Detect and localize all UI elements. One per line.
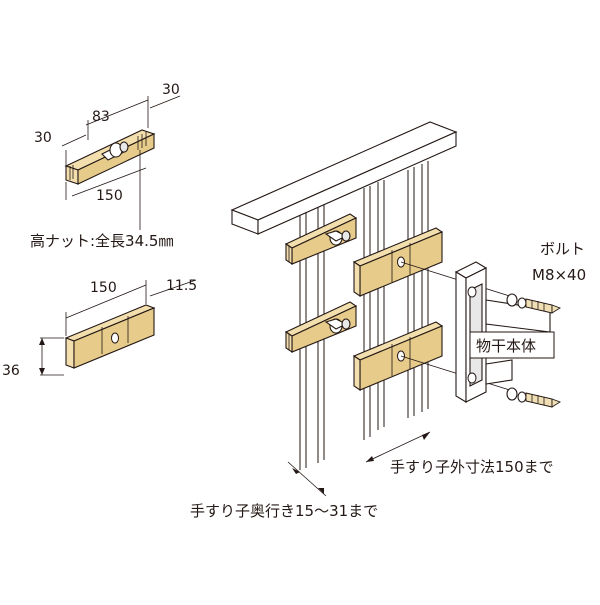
plate-figure — [39, 279, 197, 376]
bolt-title: ボルト — [540, 240, 585, 258]
long-nut-stud — [101, 141, 129, 161]
handrail-assembly: 物干本体 — [230, 121, 562, 497]
dim-plate-150: 150 — [90, 280, 117, 296]
outer-dimension-line — [365, 431, 431, 463]
dim-top-30-right: 30 — [162, 82, 180, 98]
dim-plate-11-5: 11.5 — [166, 278, 197, 294]
front-plate-lower — [352, 321, 444, 392]
nut-bar-figure: 30 83 30 150 — [34, 82, 181, 230]
bolt-upper — [506, 293, 562, 314]
baluster-outer-caption: 手すり子外寸法150まで — [390, 458, 554, 476]
plate-hole — [111, 332, 119, 344]
dim-top-30-left: 30 — [34, 130, 52, 146]
dim-top-150: 150 — [96, 188, 123, 204]
bolt-lower — [506, 387, 562, 408]
dim-top-83: 83 — [92, 109, 110, 125]
back-nut-bar-upper — [284, 213, 358, 266]
long-nut-caption: 高ナット:全長34.5㎜ — [30, 232, 173, 250]
balusters — [299, 161, 429, 470]
back-nut-bar-lower — [284, 301, 358, 354]
front-plate-upper — [352, 227, 444, 298]
top-rail — [230, 121, 458, 235]
dim-plate-36: 36 — [2, 363, 20, 379]
baluster-depth-caption: 手すり子奥行き15～31まで — [190, 502, 378, 520]
body-label: 物干本体 — [476, 337, 536, 355]
depth-dimension-line — [287, 461, 327, 497]
body-label-box — [469, 331, 555, 359]
nut-bar-dimension-lines — [61, 95, 181, 230]
bolt-size: M8×40 — [532, 266, 586, 284]
